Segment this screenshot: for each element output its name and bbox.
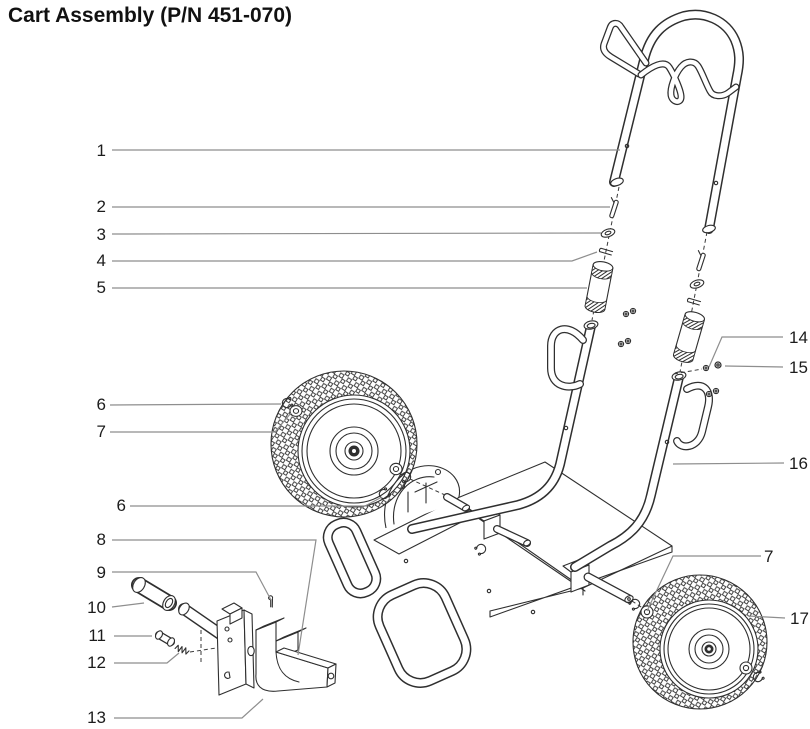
cotter-pin — [266, 594, 275, 608]
washer — [289, 405, 303, 417]
leader-4 — [112, 251, 598, 262]
hitch-pin — [604, 197, 620, 219]
handle-grip-sleeve — [671, 309, 707, 365]
leader-13 — [114, 698, 264, 719]
axle-bracket-assembly — [130, 575, 337, 696]
handle-grip-sleeve — [583, 259, 615, 315]
callout-6-lower: 6 — [117, 496, 126, 515]
leader-12 — [114, 652, 180, 664]
hook-arm — [255, 617, 337, 692]
callout-2: 2 — [97, 197, 106, 216]
screw — [702, 364, 710, 372]
callout-1: 1 — [97, 141, 106, 160]
right-fastener-stack — [671, 231, 722, 398]
screw — [629, 307, 637, 315]
callout-9: 9 — [97, 563, 106, 582]
callout-10: 10 — [87, 598, 106, 617]
leader-3 — [111, 232, 602, 235]
right-wheel — [627, 574, 768, 710]
leader-17 — [747, 615, 786, 619]
leader-10 — [111, 602, 145, 608]
washer — [389, 462, 403, 476]
callout-14: 14 — [789, 328, 808, 347]
callout-13: 13 — [87, 708, 106, 727]
leader-16 — [672, 462, 785, 465]
washer — [689, 279, 705, 289]
callout-12: 12 — [87, 653, 106, 672]
left-wheel — [270, 370, 418, 518]
callout-7: 7 — [97, 422, 106, 441]
screw — [624, 337, 632, 345]
callout-16: 16 — [789, 454, 808, 473]
nut — [714, 361, 722, 369]
callout-8: 8 — [97, 530, 106, 549]
callout-7-right: 7 — [764, 547, 773, 566]
callout-6: 6 — [97, 395, 106, 414]
leader-7-right — [646, 555, 761, 612]
leader-6-lower — [130, 496, 383, 507]
handle-assembly — [603, 15, 739, 234]
callout-17: 17 — [790, 609, 809, 628]
leader-7 — [110, 412, 292, 433]
screw — [617, 340, 625, 348]
washer — [600, 228, 616, 238]
leader-14 — [708, 336, 783, 368]
spring — [174, 644, 190, 655]
retaining-ring — [473, 542, 488, 557]
screw — [712, 387, 720, 395]
callout-15: 15 — [789, 358, 808, 377]
page-title: Cart Assembly (P/N 451-070) — [8, 4, 293, 27]
washer — [640, 605, 654, 619]
screw — [622, 310, 630, 318]
leader-lines — [109, 149, 786, 719]
leader-6 — [109, 403, 282, 406]
hitch-pin — [691, 250, 707, 272]
left-fastener-stack — [583, 186, 637, 348]
leader-15 — [724, 365, 784, 368]
callout-5: 5 — [97, 278, 106, 297]
callout-11: 11 — [88, 626, 106, 645]
leader-9 — [112, 571, 272, 601]
washer — [739, 661, 753, 675]
callout-labels: 1 2 3 4 5 6 7 6 8 9 10 11 12 13 14 15 16… — [87, 141, 809, 727]
tire-tread — [632, 574, 768, 710]
screw — [705, 390, 713, 398]
callout-4: 4 — [97, 251, 106, 270]
callout-3: 3 — [97, 225, 106, 244]
leader-8 — [112, 539, 317, 656]
